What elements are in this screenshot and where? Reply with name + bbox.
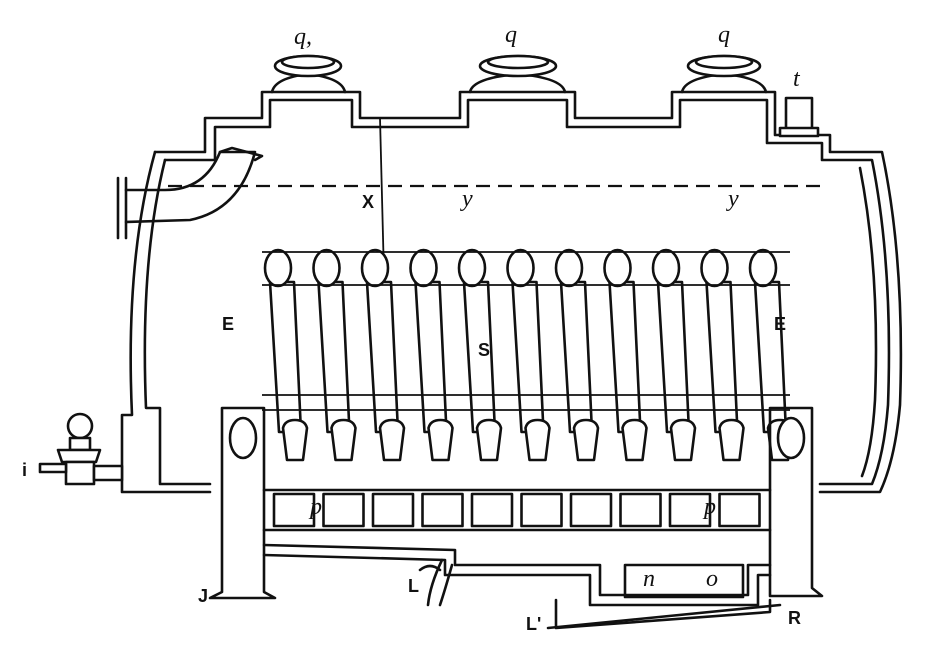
tube-bank	[262, 248, 794, 462]
tube-top-cap	[554, 248, 584, 288]
label-drain-l: L	[408, 576, 419, 596]
tube-bottom-cap	[718, 418, 745, 462]
mud-box-cell	[272, 492, 316, 528]
label-box-right: p	[702, 494, 716, 520]
tube-bottom-cap	[621, 418, 648, 462]
tube-bottom-cap	[475, 418, 503, 462]
tube-top-cap	[312, 248, 341, 288]
label-feed-tap: i	[22, 460, 27, 480]
tube-bottom-cap	[572, 418, 600, 462]
tube-bottom-cap	[281, 418, 309, 462]
label-valve-right: q	[718, 22, 730, 48]
mud-box-cell	[421, 492, 464, 528]
mud-box-cell	[668, 492, 712, 528]
tube-top-cap	[263, 248, 293, 288]
tube-bottom-cap	[524, 418, 551, 462]
label-support-left: J	[198, 586, 208, 606]
mud-box-cell	[569, 492, 613, 528]
mud-box-cell	[470, 492, 514, 528]
tube-top-cap	[603, 248, 632, 288]
label-valve-left: q,	[294, 24, 312, 50]
label-header-right: E	[774, 314, 786, 334]
tube-top-cap	[651, 248, 681, 288]
mud-box-row	[272, 492, 761, 528]
label-header-left: E	[222, 314, 234, 334]
tube-top-cap	[409, 248, 438, 288]
label-chamber-n: n	[643, 566, 655, 592]
valve-dome-right	[680, 54, 768, 94]
steam-outlet-pipe	[116, 146, 264, 240]
label-x: X	[362, 192, 374, 212]
tube-bottom-cap	[669, 418, 697, 462]
feed-tap	[38, 412, 124, 486]
tube-top-cap	[700, 248, 729, 288]
label-water-level-1: y	[460, 186, 473, 212]
mud-box-cell	[371, 492, 415, 528]
mud-box-cell	[619, 492, 662, 528]
tube-top-cap	[748, 248, 778, 288]
valve-dome-middle	[468, 54, 567, 94]
boiler-drum	[120, 90, 903, 494]
label-water-level-2: y	[726, 186, 739, 212]
mud-box-cell	[322, 492, 365, 528]
tube-top-cap	[506, 248, 535, 288]
label-box-left: p	[308, 494, 322, 520]
tube-top-cap	[457, 248, 487, 288]
mud-box-cell	[520, 492, 563, 528]
label-tubes: S	[478, 340, 490, 360]
mud-box-cell	[718, 492, 761, 528]
top-fitting	[778, 96, 820, 138]
tube-bottom-cap	[330, 418, 357, 462]
tube-top-cap	[360, 248, 390, 288]
tube-bottom-cap	[378, 418, 406, 462]
tube-bottom-cap	[427, 418, 454, 462]
label-drain-l-prime: L'	[526, 614, 541, 634]
lower-frame	[208, 406, 824, 630]
label-support-right: R	[788, 608, 801, 628]
label-chamber-o: o	[706, 566, 718, 592]
label-valve-middle: q	[505, 22, 517, 48]
valve-dome-left	[270, 54, 347, 94]
label-top-fitting: t	[793, 66, 801, 92]
